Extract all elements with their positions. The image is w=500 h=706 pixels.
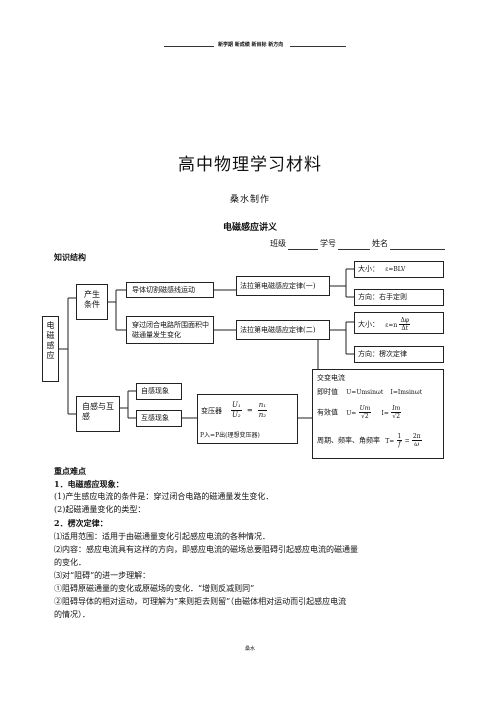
ac-period-f1-den: f <box>398 441 401 448</box>
id-blank <box>338 249 370 250</box>
body-line-10: ②阻碍导体的相对运动，可理解为“来则拒去则留”（由磁体相对运动而引起感应电流 <box>54 597 347 606</box>
mag2-formula-lhs: ε=n <box>385 321 398 329</box>
ac-period-f2: 2π ω <box>411 433 422 448</box>
node-faraday-1-label: 法拉第电磁感应定律(一) <box>240 282 316 290</box>
node-electromagnetic-induction: 电磁感应 <box>42 316 59 382</box>
lecture-title: 电磁感应讲义 <box>222 223 277 233</box>
name-blank <box>390 249 445 250</box>
node-alternating-current: 交变电流 即时值 U=Umsinωt I=Imsinωt 有效值 U= Um √… <box>312 369 444 459</box>
node-direction-2: 方向：楞次定律 <box>354 346 444 363</box>
node-root-label: 电磁感应 <box>46 321 55 360</box>
header-rule-right <box>290 46 346 47</box>
ac-instant-u: U=Umsinωt <box>346 389 384 396</box>
header-text: 新学期 新成绩 新目标 新方向 <box>218 42 284 48</box>
mag2-fraction: Δφ Δt <box>399 317 411 332</box>
body-line-3: (2)起磁通量变化的类型： <box>54 505 146 514</box>
ac-period-f1: 1 f <box>396 433 403 448</box>
ac-period-lhs: T= <box>385 437 395 445</box>
author: 桑水制作 <box>229 195 270 205</box>
ac-period-f1-num: 1 <box>396 433 403 441</box>
node-direction-1: 方向：右手定则 <box>354 289 444 306</box>
body-line-7: 的变化． <box>54 558 86 567</box>
ac-rms-i-den: √2 <box>392 413 401 420</box>
self-induction-label: 自感现象 <box>141 387 169 395</box>
ac-instant-i: I=Imsinωt <box>390 389 423 396</box>
ac-rms-i-lhs: I= <box>381 409 389 417</box>
footer: 桑水 <box>244 646 255 652</box>
ac-rms-u-num: Um <box>358 405 372 413</box>
node-cutting-label: 导体切割磁感线运动 <box>132 286 195 294</box>
body-line-9: ①阻碍原磁通量的变化或原磁场的变化．“增则反减则同” <box>54 584 255 593</box>
header-rule-left <box>164 46 214 47</box>
section-structure-heading: 知识结构 <box>54 252 86 262</box>
ac-rms-u-lhs: U= <box>346 409 357 417</box>
body-line-11: 的情况）． <box>54 610 90 619</box>
node-cutting-motion: 导体切割磁感线运动 <box>126 282 214 298</box>
node-flux-change-label: 穿过闭合电路所围面积中磁通量发生变化 <box>132 321 209 339</box>
node-gen-condition-label: 产生条件 <box>84 290 100 309</box>
mag1-label: 大小： <box>358 265 379 273</box>
body-line-2: (1)产生感应电流的条件是：穿过闭合电路的磁通量发生变化． <box>54 492 274 501</box>
node-magnitude-1: 大小： ε=BLV <box>354 261 444 278</box>
mag1-formula: ε=BLV <box>385 266 406 273</box>
tr-n1: n₁ <box>257 401 268 411</box>
ac-rms-u-fraction: Um √2 <box>358 405 372 420</box>
transformer-u-fraction: U₁ U₂ <box>231 401 242 420</box>
ac-rms-label: 有效值 <box>317 408 338 417</box>
dir2-label: 方向：楞次定律 <box>358 350 407 358</box>
class-label: 班级 <box>270 239 286 248</box>
tr-u1: U₁ <box>231 401 242 411</box>
ac-title: 交变电流 <box>317 374 345 382</box>
node-self-mutual: 自感与互 感 <box>76 396 122 432</box>
mag2-num: Δφ <box>399 317 411 325</box>
class-blank <box>288 249 318 250</box>
node-faraday-2-label: 法拉第电磁感应定律(二) <box>240 326 316 334</box>
ac-rms-i-fraction: Im √2 <box>391 405 402 420</box>
body-line-8: ⑶对“阻碍”的进一步理解： <box>54 571 151 580</box>
tr-u2: U₂ <box>232 411 241 419</box>
node-self-mutual-label: 自感与互 感 <box>82 402 122 421</box>
ac-period-label: 周期、频率、角频率 <box>317 436 380 445</box>
ac-period-f2-num: 2π <box>411 433 422 441</box>
tr-n2: n₂ <box>258 411 267 419</box>
node-mutual-induction: 互感现象 <box>136 410 182 427</box>
node-generation-condition: 产生条件 <box>76 284 108 320</box>
transformer-ratio: U₁ U₂ = n₁ n₂ <box>231 401 268 420</box>
page-title: 高中物理学习材料 <box>178 155 322 175</box>
section-key-heading: 重点难点 <box>54 466 86 476</box>
id-label: 学号 <box>320 239 336 248</box>
node-magnitude-2: 大小： ε=n Δφ Δt <box>354 312 444 334</box>
dir1-label: 方向：右手定则 <box>358 293 407 301</box>
node-flux-change: 穿过闭合电路所围面积中磁通量发生变化 <box>126 316 214 344</box>
node-self-induction: 自感现象 <box>136 383 182 400</box>
body-line-1: 1．电磁感应现象： <box>54 479 124 489</box>
transformer-label: 变压器 <box>201 407 222 415</box>
ac-rms-i-num: Im <box>391 405 402 413</box>
body-line-6: ⑵内容：感应电流具有这样的方向，即感应电流的磁场总要阻碍引起感应电流的磁通量 <box>54 545 358 554</box>
ac-rms-u-den: √2 <box>361 413 369 420</box>
ac-period-f2-den: ω <box>414 441 420 448</box>
ac-instant-label: 即时值 <box>317 388 338 396</box>
body-line-5: ⑴适用范围：适用于由磁通量变化引起感应电流的各种情况． <box>54 532 270 541</box>
mag2-label: 大小： <box>358 320 379 329</box>
transformer-power: P入=P出(理想变压器) <box>200 432 260 439</box>
node-faraday-law-2: 法拉第电磁感应定律(二) <box>236 320 330 340</box>
mag2-den: Δt <box>401 325 409 332</box>
diagram-connectors <box>59 268 354 419</box>
name-label: 姓名 <box>372 239 388 248</box>
mutual-induction-label: 互感现象 <box>141 414 169 422</box>
node-transformer: 变压器 U₁ U₂ = n₁ n₂ P入=P出(理想变压器) <box>197 394 298 444</box>
node-faraday-law-1: 法拉第电磁感应定律(一) <box>236 276 330 296</box>
body-line-4: 2．楞次定律： <box>54 518 108 528</box>
transformer-n-fraction: n₁ n₂ <box>257 401 268 420</box>
